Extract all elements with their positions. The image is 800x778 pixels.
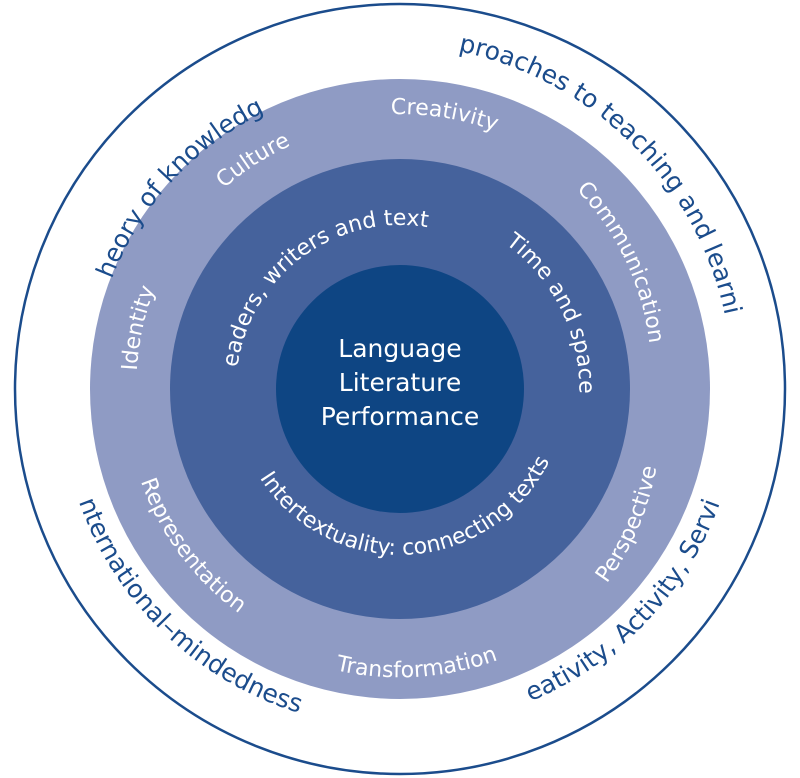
core-language: Language [338,334,461,363]
core-literature: Literature [339,368,461,397]
core-performance: Performance [321,402,479,431]
core-circle [276,265,524,513]
